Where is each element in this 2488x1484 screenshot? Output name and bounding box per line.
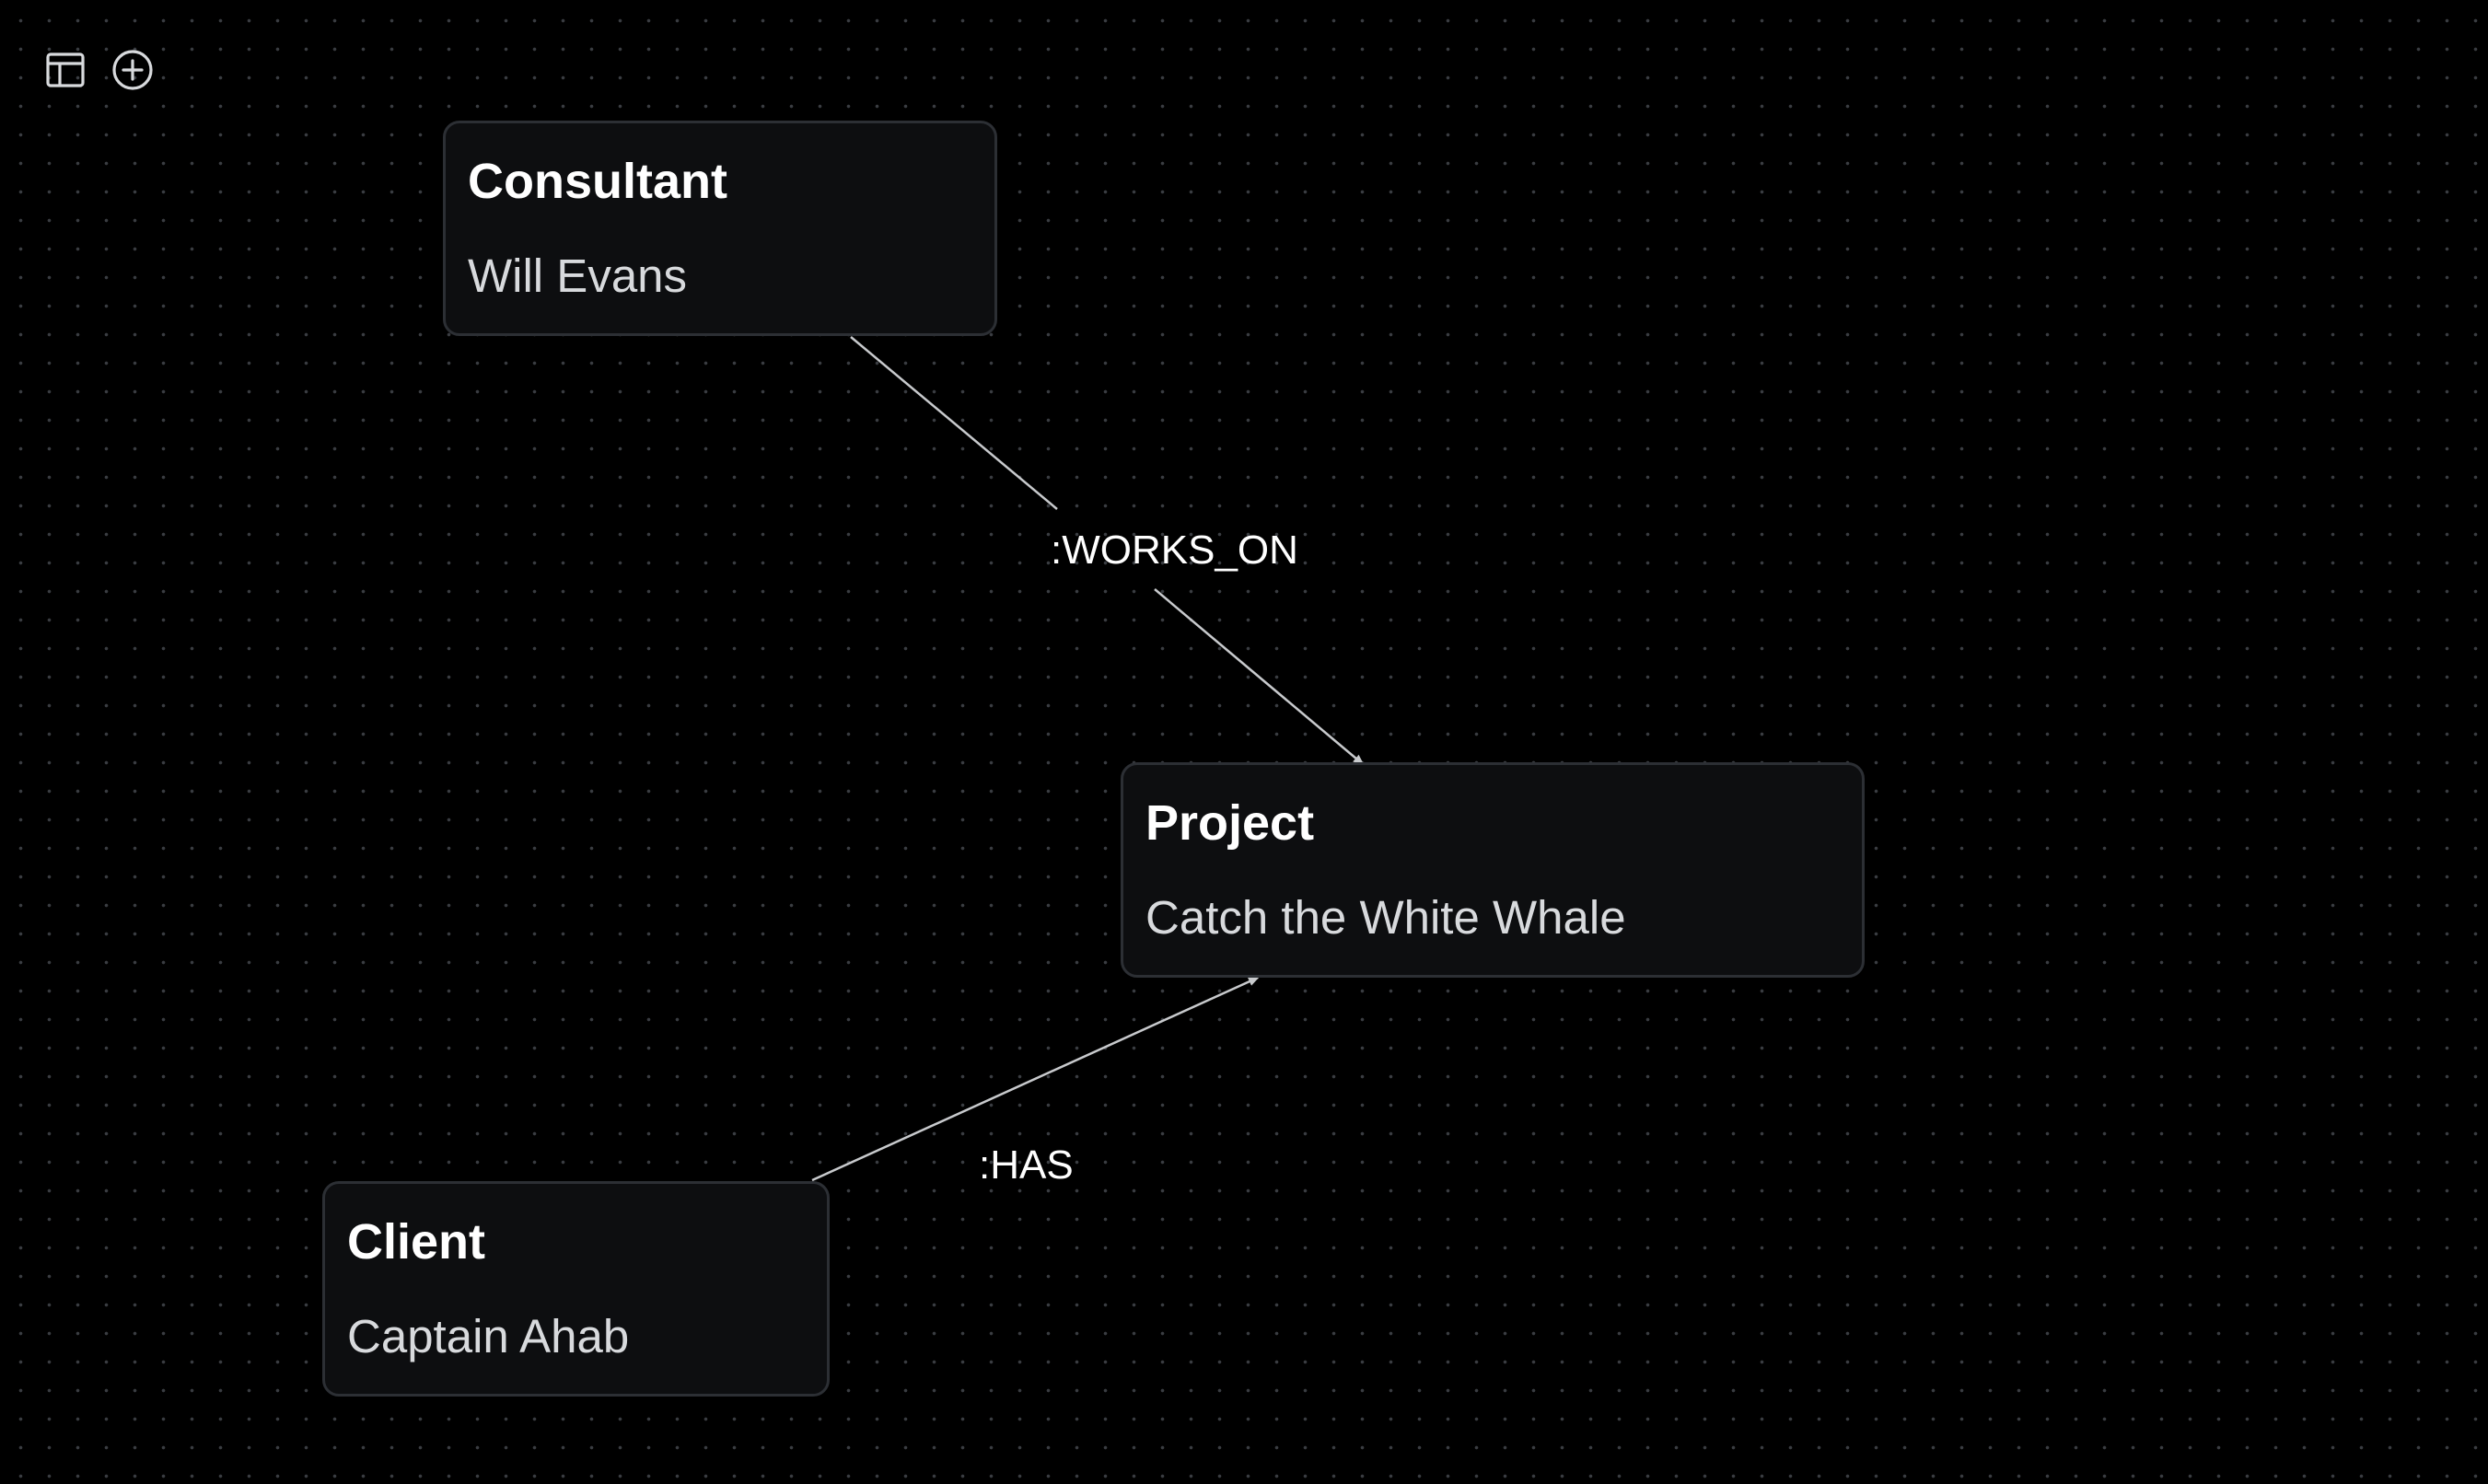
add-node-button[interactable] (107, 44, 158, 96)
node-consultant[interactable]: Consultant Will Evans (443, 121, 997, 336)
edge-works-on[interactable] (850, 336, 1365, 766)
node-client[interactable]: Client Captain Ahab (322, 1181, 830, 1397)
edge-has[interactable] (811, 976, 1260, 1182)
edge-has-label[interactable]: :HAS (979, 1142, 1074, 1188)
node-project[interactable]: Project Catch the White Whale (1121, 762, 1865, 978)
edge-works-on-segment-start (850, 336, 1058, 510)
edge-has-segment (811, 976, 1260, 1182)
node-consultant-value: Will Evans (468, 249, 688, 302)
layout-icon (46, 52, 85, 87)
node-project-label: Project (1145, 795, 1315, 851)
edge-works-on-label[interactable]: :WORKS_ON (1051, 528, 1298, 573)
edge-works-on-segment-end (1154, 588, 1365, 766)
layout-button[interactable] (40, 44, 91, 96)
node-client-label: Client (347, 1214, 486, 1270)
node-client-value: Captain Ahab (347, 1310, 630, 1362)
node-project-value: Catch the White Whale (1145, 891, 1626, 944)
node-consultant-label: Consultant (468, 154, 727, 209)
plus-circle-icon (112, 50, 153, 90)
